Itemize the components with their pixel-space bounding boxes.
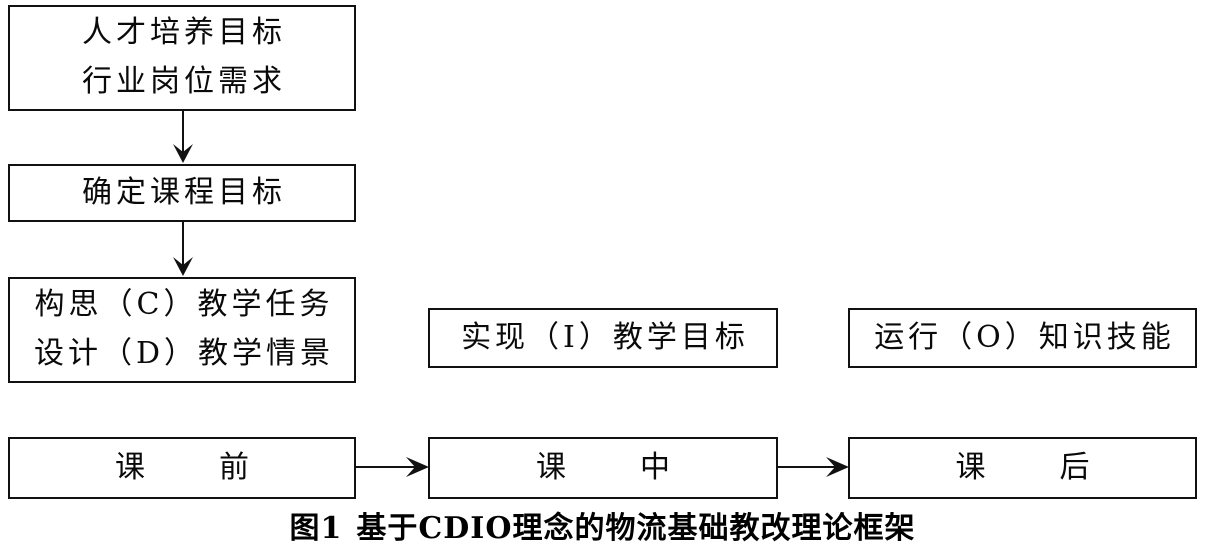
figure-caption-text: 基于CDIO理念的物流基础教改理论框架 xyxy=(356,511,916,546)
box-talent-line-2: 行业岗位需求 xyxy=(82,64,286,99)
arrow-down-course-goal-to-conceive xyxy=(169,221,197,277)
arrow-right-before-to-during-class xyxy=(356,452,430,482)
box-conceive-line-1: 构思（C）教学任务 xyxy=(34,287,334,323)
box-during-class-label: 课 中 xyxy=(536,449,692,485)
box-implement-teaching-goal: 实现（I）教学目标 xyxy=(428,308,778,368)
box-implement-line-1: 实现（I）教学目标 xyxy=(461,319,749,355)
box-talent-line-1: 人才培养目标 xyxy=(82,15,286,51)
box-before-class-label: 课 前 xyxy=(115,449,271,485)
arrow-down-talent-to-course-goal xyxy=(169,110,197,164)
box-operate-line-1: 运行（O）知识技能 xyxy=(874,319,1175,355)
box-course-goal-line-1: 确定课程目标 xyxy=(82,174,286,210)
box-before-class: 课 前 xyxy=(8,437,356,499)
box-conceive-line-2: 设计（D）教学情景 xyxy=(33,336,335,371)
figure-caption-number: 图1 xyxy=(289,511,343,546)
box-talent-training-goal: 人才培养目标 行业岗位需求 xyxy=(8,5,356,111)
box-during-class: 课 中 xyxy=(428,437,778,499)
box-after-class: 课 后 xyxy=(848,437,1197,499)
box-after-class-label: 课 后 xyxy=(955,449,1112,485)
box-determine-course-goal: 确定课程目标 xyxy=(8,164,356,222)
box-conceive-design: 构思（C）教学任务 设计（D）教学情景 xyxy=(8,277,356,383)
arrow-right-during-to-after-class xyxy=(776,452,850,482)
box-operate-knowledge-skill: 运行（O）知识技能 xyxy=(848,308,1197,368)
figure-caption: 图1 基于CDIO理念的物流基础教改理论框架 xyxy=(0,508,1205,550)
